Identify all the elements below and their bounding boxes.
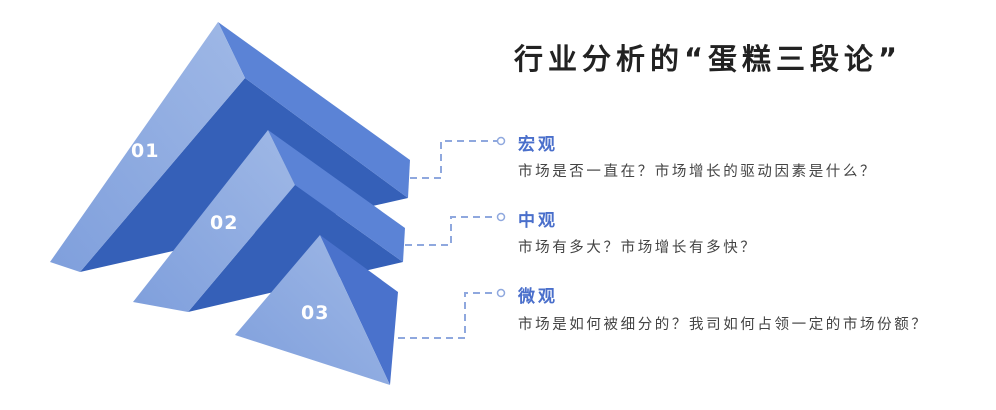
- level-question-micro: 市场是如何被细分的？我司如何占领一定的市场份额？: [518, 317, 929, 333]
- pyramid-number-02: 02: [210, 212, 239, 234]
- connector-02: [405, 216, 497, 246]
- pyramid-02: [133, 130, 405, 312]
- level-label-micro: 微观: [518, 287, 558, 307]
- connector-01: [410, 140, 497, 179]
- connector-dot-03: [496, 288, 506, 298]
- level-label-meso: 中观: [518, 211, 558, 231]
- pyramid-number-03: 03: [301, 302, 330, 324]
- connector-dot-02: [496, 212, 506, 222]
- pyramid-number-01: 01: [131, 140, 160, 162]
- connector-dot-01: [496, 136, 506, 146]
- connector-03: [398, 292, 497, 339]
- level-question-meso: 市场有多大？市场增长有多快？: [518, 240, 758, 256]
- level-label-macro: 宏观: [518, 135, 558, 155]
- pyramid-03: [235, 235, 398, 385]
- level-question-macro: 市场是否一直在？市场增长的驱动因素是什么？: [518, 164, 878, 180]
- page-title: 行业分析的“蛋糕三段论”: [514, 42, 903, 76]
